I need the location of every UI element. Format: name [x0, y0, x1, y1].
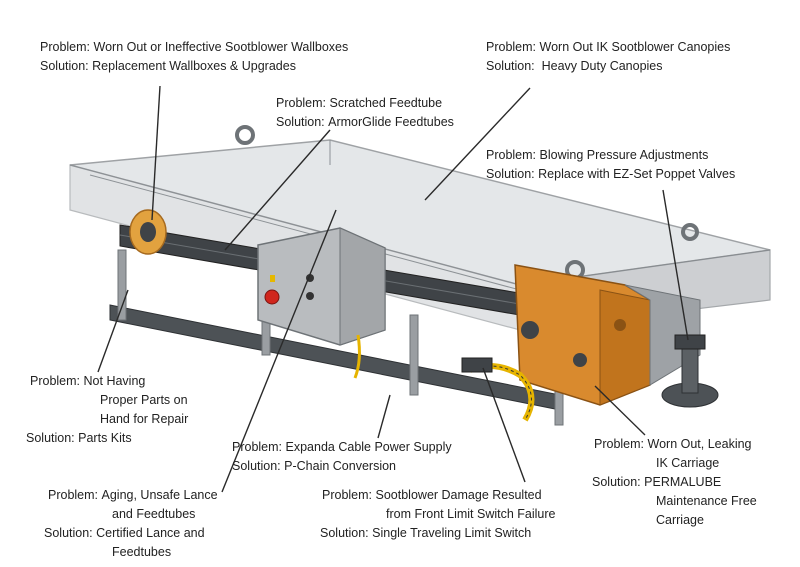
lifting-eye	[681, 223, 699, 241]
lifting-eye	[235, 125, 255, 145]
limit-switch	[461, 357, 493, 373]
solution-label: Solution:	[276, 115, 325, 129]
solution-text: Maintenance Free	[656, 494, 757, 508]
solution-text: Carriage	[656, 513, 704, 527]
solution-text: Heavy Duty Canopies	[541, 59, 663, 73]
problem-text: and Feedtubes	[112, 507, 196, 521]
callout-wallboxes: Problem: Worn Out or Ineffective Sootblo…	[40, 38, 348, 76]
solution-text: PERMALUBE	[644, 475, 722, 489]
callout-pressure: Problem: Blowing Pressure Adjustments So…	[486, 146, 735, 184]
solution-label: Solution:	[232, 459, 281, 473]
problem-text: Expanda Cable Power Supply	[285, 440, 452, 454]
problem-text: Worn Out or Ineffective Sootblower Wallb…	[93, 40, 349, 54]
problem-text: Sootblower Damage Resulted	[375, 488, 542, 502]
solution-text: Single Traveling Limit Switch	[372, 526, 532, 540]
solution-label: Solution:	[320, 526, 369, 540]
problem-text: Hand for Repair	[100, 412, 189, 426]
problem-text: IK Carriage	[656, 456, 720, 470]
solution-label: Solution:	[486, 167, 535, 181]
problem-text: Aging, Unsafe Lance	[101, 488, 218, 502]
solution-text: Replacement Wallboxes & Upgrades	[92, 59, 296, 73]
problem-text: from Front Limit Switch Failure	[386, 507, 556, 521]
leader-carriage	[594, 385, 646, 436]
problem-label: Problem:	[232, 440, 283, 454]
solution-text: Feedtubes	[112, 545, 172, 559]
solution-text: Parts Kits	[78, 431, 132, 445]
leader-canopies	[424, 87, 531, 201]
solution-label: Solution:	[44, 526, 93, 540]
problem-text: Worn Out, Leaking	[647, 437, 752, 451]
solution-label: Solution:	[40, 59, 89, 73]
solution-text: ArmorGlide Feedtubes	[328, 115, 454, 129]
support-leg	[117, 249, 127, 321]
solution-text: P-Chain Conversion	[284, 459, 396, 473]
problem-text: Scratched Feedtube	[329, 96, 443, 110]
leader-limit	[482, 367, 526, 483]
solution-text: Replace with EZ-Set Poppet Valves	[538, 167, 736, 181]
problem-label: Problem:	[276, 96, 327, 110]
problem-text: Blowing Pressure Adjustments	[539, 148, 709, 162]
problem-text: Worn Out IK Sootblower Canopies	[539, 40, 731, 54]
problem-label: Problem:	[486, 40, 537, 54]
solution-label: Solution:	[592, 475, 641, 489]
problem-label: Problem:	[322, 488, 373, 502]
problem-text: Not Having	[83, 374, 146, 388]
solution-label: Solution:	[486, 59, 535, 73]
leader-pressure	[662, 189, 689, 341]
problem-text: Proper Parts on	[100, 393, 188, 407]
callout-canopies: Problem: Worn Out IK Sootblower Canopies…	[486, 38, 730, 76]
leader-cable	[377, 394, 391, 439]
callout-parts: Problem: Not Having Proper Parts on Hand…	[26, 372, 189, 448]
red-switch	[264, 289, 280, 305]
leader-lance	[221, 209, 337, 493]
problem-label: Problem:	[40, 40, 91, 54]
solution-label: Solution:	[26, 431, 75, 445]
callout-lance: Problem: Aging, Unsafe Lance and Feedtub…	[44, 486, 218, 562]
leader-wallboxes	[151, 85, 161, 221]
problem-label: Problem:	[30, 374, 81, 388]
solution-text: Certified Lance and	[96, 526, 205, 540]
callout-limit: Problem: Sootblower Damage Resulted from…	[320, 486, 556, 543]
callout-cable: Problem: Expanda Cable Power Supply Solu…	[232, 438, 452, 476]
problem-label: Problem:	[48, 488, 99, 502]
callout-carriage: Problem: Worn Out, Leaking IK Carriage S…	[592, 435, 757, 530]
problem-label: Problem:	[594, 437, 645, 451]
leader-lines	[97, 85, 689, 493]
leader-feedtube	[224, 129, 331, 251]
problem-label: Problem:	[486, 148, 537, 162]
support-leg	[409, 314, 419, 396]
leader-parts	[97, 289, 129, 373]
callout-feedtube: Problem: Scratched Feedtube Solution: Ar…	[276, 94, 454, 132]
